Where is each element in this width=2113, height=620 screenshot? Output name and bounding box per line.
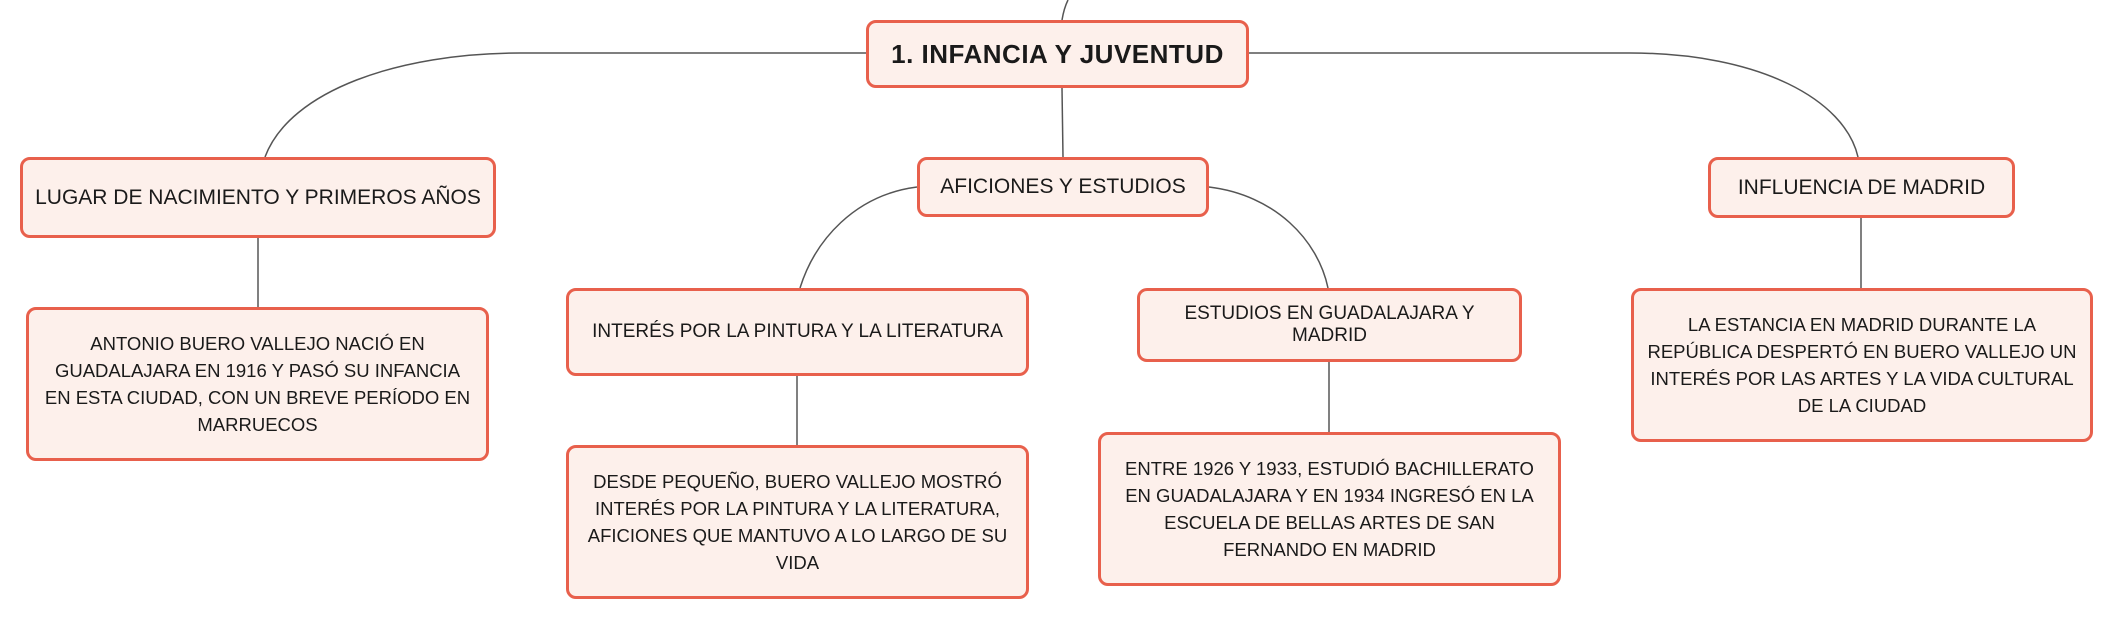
root-node-label: 1. INFANCIA Y JUVENTUD	[891, 38, 1224, 69]
root-node[interactable]: 1. INFANCIA Y JUVENTUD	[866, 20, 1249, 88]
edge-root-madrid	[1249, 52, 1859, 158]
topic-madrid-label: INFLUENCIA DE MADRID	[1737, 175, 1986, 199]
detail-birthplace-text: ANTONIO BUERO VALLEJO NACIÓ EN GUADALAJA…	[44, 333, 471, 435]
topic-madrid[interactable]: INFLUENCIA DE MADRID	[1708, 157, 2015, 218]
edge-hobbies-studies	[1208, 186, 1329, 289]
detail-studies-text: ENTRE 1926 Y 1933, ESTUDIÓ BACHILLERATO …	[1125, 458, 1534, 560]
topic-hobbies[interactable]: AFICIONES Y ESTUDIOS	[917, 157, 1209, 217]
detail-madrid[interactable]: LA ESTANCIA EN MADRID DURANTE LA REPÚBLI…	[1631, 288, 2093, 442]
topic-birthplace[interactable]: LUGAR DE NACIMIENTO Y PRIMEROS AÑOS	[20, 157, 496, 238]
edge-hobbies-painting	[799, 186, 918, 289]
topic-hobbies-label: AFICIONES Y ESTUDIOS	[940, 175, 1186, 198]
detail-painting-text: DESDE PEQUEÑO, BUERO VALLEJO MOSTRÓ INTE…	[587, 471, 1008, 573]
subtopic-painting[interactable]: INTERÉS POR LA PINTURA Y LA LITERATURA	[566, 288, 1029, 376]
topic-birthplace-label: LUGAR DE NACIMIENTO Y PRIMEROS AÑOS	[35, 185, 481, 209]
edge-root-hobbies	[1061, 87, 1064, 158]
edge-root-parent	[1061, 0, 1069, 21]
detail-birthplace[interactable]: ANTONIO BUERO VALLEJO NACIÓ EN GUADALAJA…	[26, 307, 489, 461]
detail-madrid-text: LA ESTANCIA EN MADRID DURANTE LA REPÚBLI…	[1647, 314, 2077, 416]
subtopic-painting-label: INTERÉS POR LA PINTURA Y LA LITERATURA	[592, 321, 1003, 342]
subtopic-studies[interactable]: ESTUDIOS EN GUADALAJARA Y MADRID	[1137, 288, 1522, 362]
edge-root-birthplace	[264, 52, 866, 158]
subtopic-studies-label: ESTUDIOS EN GUADALAJARA Y MADRID	[1184, 303, 1475, 346]
detail-studies[interactable]: ENTRE 1926 Y 1933, ESTUDIÓ BACHILLERATO …	[1098, 432, 1561, 586]
detail-painting[interactable]: DESDE PEQUEÑO, BUERO VALLEJO MOSTRÓ INTE…	[566, 445, 1029, 599]
